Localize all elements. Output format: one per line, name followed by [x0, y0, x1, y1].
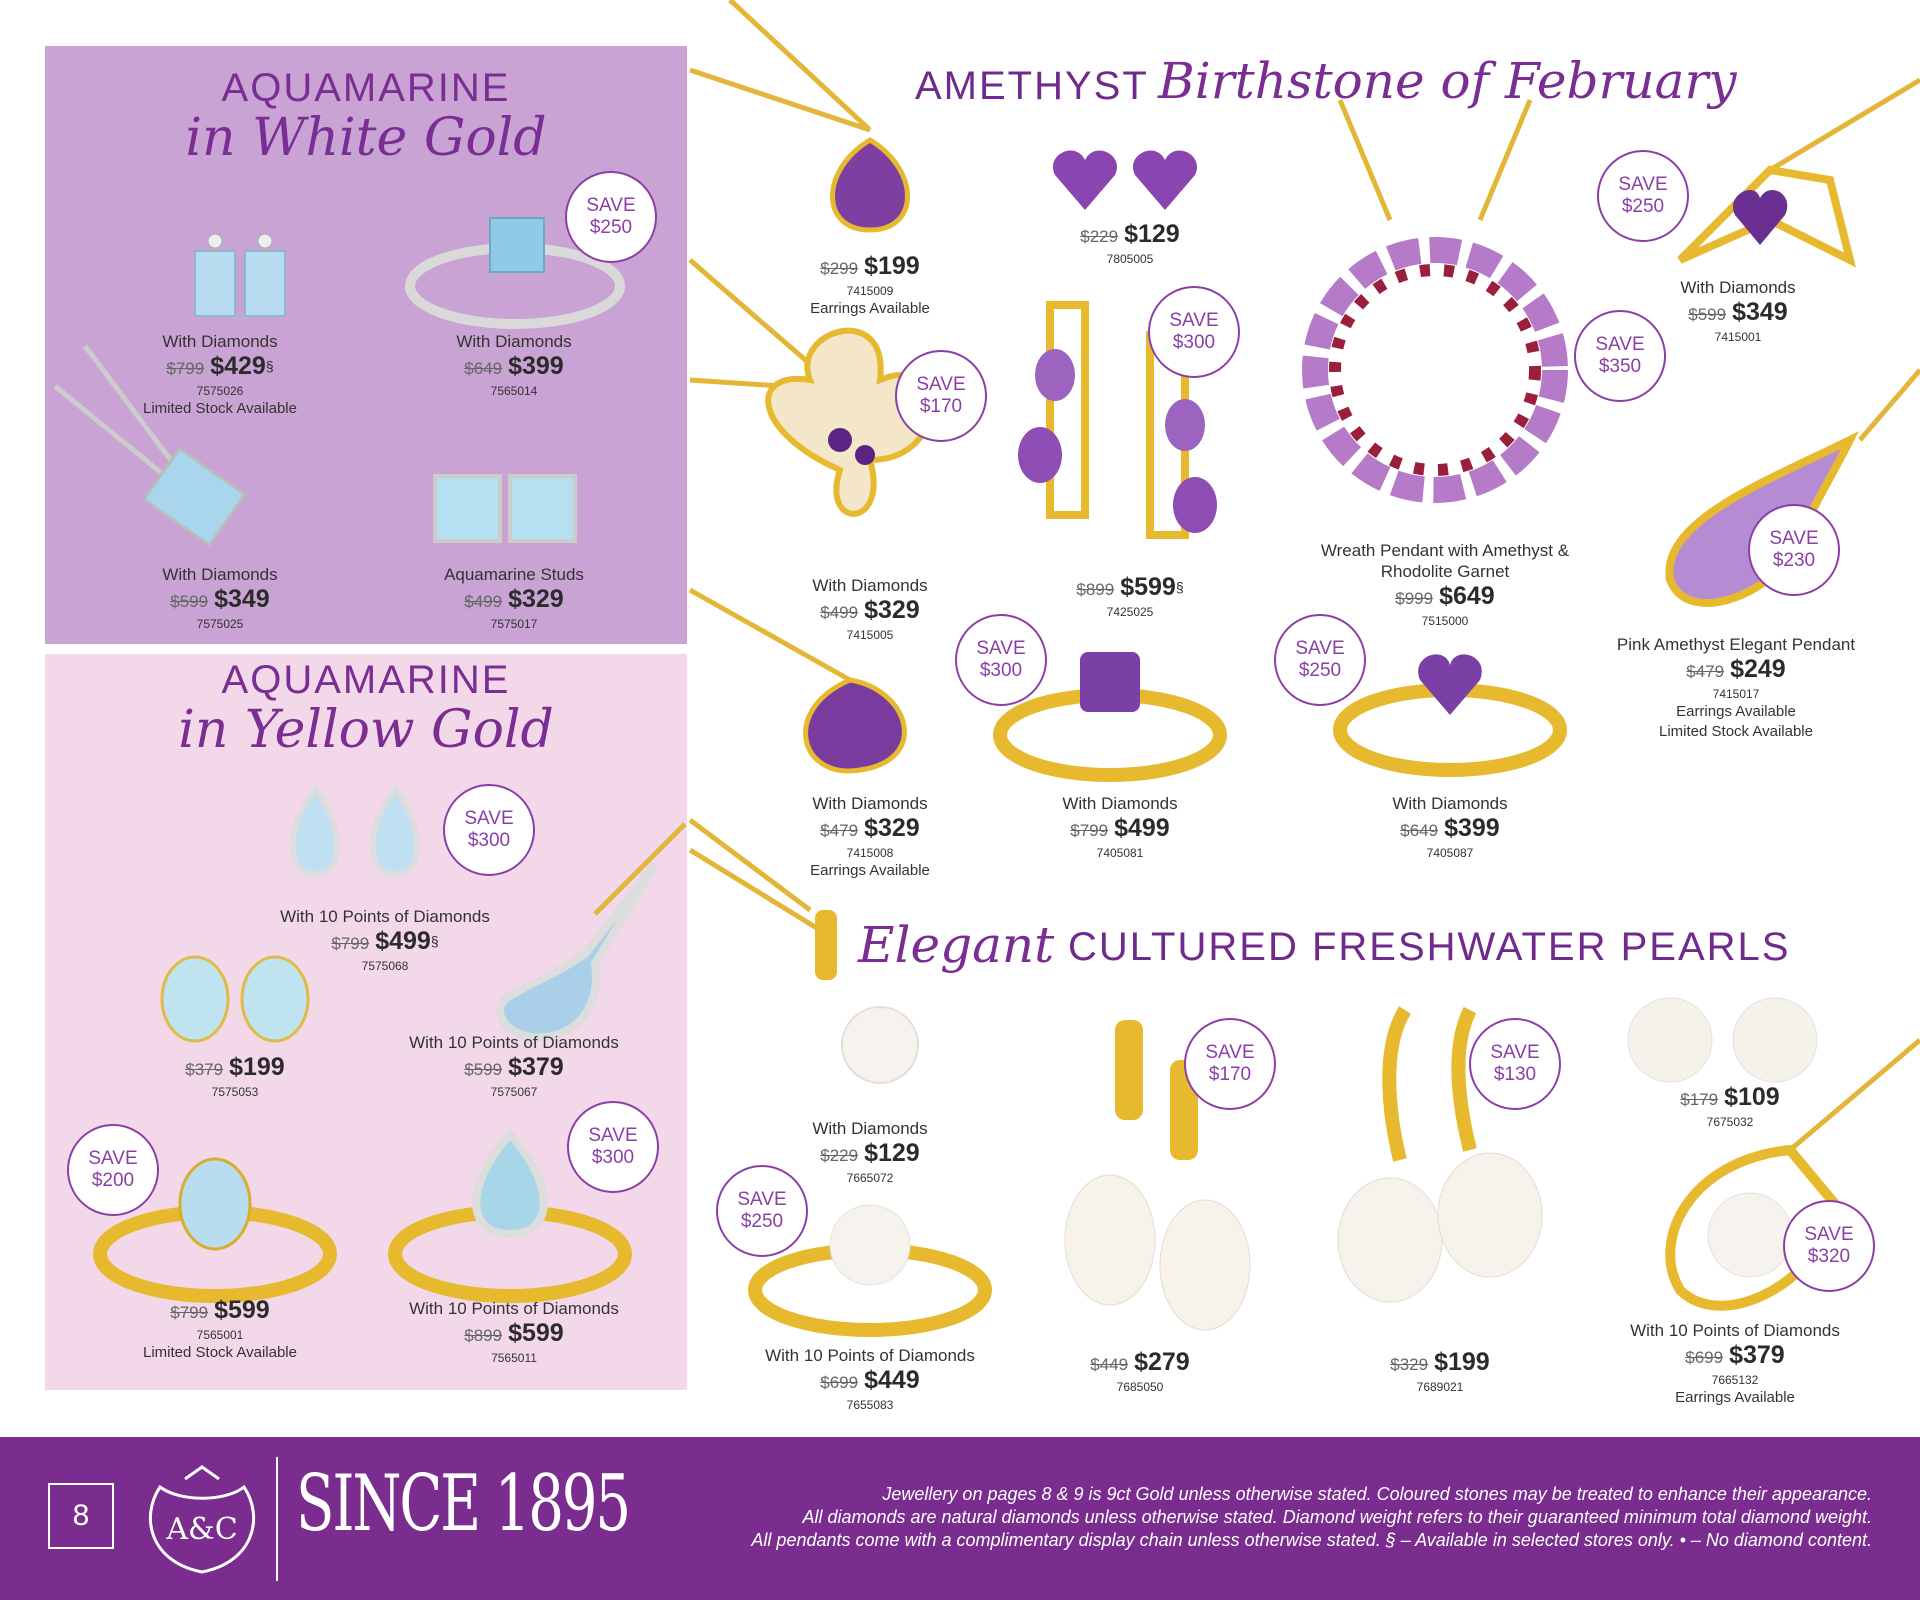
product-info: $899$599§ 7425025 [1076, 573, 1184, 619]
product-info: With 10 Points of Diamonds $699$449 7655… [765, 1346, 975, 1412]
pearl-studs-image [1627, 997, 1818, 1083]
product-info: With Diamonds $499$329 7415005 [812, 576, 928, 642]
product-info: With Diamonds $649$399 7405087 [1392, 794, 1508, 860]
save-badge: SAVE$300 [955, 614, 1047, 706]
aquamarine-halo-pendant-image [495, 822, 687, 1042]
product-info: With Diamonds $799$499 7405081 [1062, 794, 1178, 860]
amethyst-pear-pendant-image [689, 0, 910, 233]
save-badge: SAVE$300 [443, 784, 535, 876]
aquamarine-ring-image [405, 217, 625, 329]
aquamarine-studs-image [433, 474, 577, 543]
aquamarine-oval-ring-image [93, 1157, 337, 1303]
product-info: Aquamarine Studs $499$329 7575017 [444, 565, 584, 631]
pearls-script-heading: Elegant [858, 916, 1055, 974]
amethyst-script-heading: Birthstone of February [1158, 52, 1737, 110]
aquamarine-pendant-image [53, 344, 248, 548]
product-info: $799$599 7565001 Limited Stock Available [143, 1296, 297, 1361]
amethyst-butterfly-pendant-image [688, 258, 935, 517]
product-info: With 10 Points of Diamonds $699$379 7665… [1630, 1321, 1840, 1406]
save-badge: SAVE$300 [567, 1101, 659, 1193]
save-badge: SAVE$200 [67, 1124, 159, 1216]
ac-crest-logo: A&C [148, 1465, 256, 1574]
panel-script-title: in Yellow Gold [178, 700, 554, 760]
amethyst-heart-ring-image [1333, 654, 1567, 777]
pearl-ring-image [748, 1204, 992, 1337]
since-1895-wordmark: SINCE 1895 [296, 1459, 631, 1549]
aquamarine-oval-studs-image [160, 955, 310, 1043]
aquamarine-white-gold-panel: AQUAMARINE in White Gold SAVE$250 With D… [45, 46, 687, 644]
product-info: With 10 Points of Diamonds $599$379 7575… [409, 1033, 619, 1099]
product-info: $449$279 7685050 [1090, 1348, 1190, 1394]
amethyst-heading: AMETHYST [915, 64, 1149, 108]
aquamarine-halo-ring-image [388, 1128, 632, 1303]
panel-script-title: in White Gold [185, 108, 547, 168]
amethyst-cushion-ring-image [993, 652, 1227, 782]
save-badge: SAVE$350 [1574, 310, 1666, 402]
product-info: With 10 Points of Diamonds $899$599 7565… [409, 1299, 619, 1365]
save-badge: SAVE$230 [1748, 504, 1840, 596]
footer-divider [276, 1457, 278, 1581]
product-info: $229$129 7805005 [1080, 220, 1180, 266]
pearl-pendant-image [688, 818, 919, 1084]
save-badge: SAVE$250 [1274, 614, 1366, 706]
disclaimer-text: Jewellery on pages 8 & 9 is 9ct Gold unl… [751, 1484, 1872, 1550]
amethyst-heart-pendant-image [1677, 77, 1920, 268]
pearl-hook-earrings-image [1337, 1006, 1543, 1303]
footer-bar: 8 A&C SINCE 1895 Jewellery on pages 8 & … [0, 1437, 1920, 1600]
aquamarine-halo-earrings-image [289, 783, 421, 878]
logo-monogram: A&C [165, 1512, 237, 1547]
save-badge: SAVE$250 [565, 171, 657, 263]
product-info: With Diamonds $479$329 7415008 Earrings … [810, 794, 930, 879]
save-badge: SAVE$250 [716, 1165, 808, 1257]
aquamarine-yellow-gold-panel: AQUAMARINE in Yellow Gold SAVE$300 SAVE$… [45, 654, 687, 1390]
product-info: $179$109 7675032 [1680, 1083, 1780, 1129]
product-info: $379$199 7575053 [185, 1053, 285, 1099]
product-info: Wreath Pendant with Amethyst & Rhodolite… [1320, 541, 1570, 628]
amethyst-heart-studs-image [1052, 150, 1198, 210]
save-badge: SAVE$130 [1469, 1018, 1561, 1110]
pearl-elegant-pendant-image [1665, 1038, 1920, 1311]
product-info: With 10 Points of Diamonds $799$499§ 757… [280, 907, 490, 973]
save-badge: SAVE$320 [1783, 1200, 1875, 1292]
aquamarine-earrings-image [194, 233, 286, 317]
product-info: With Diamonds $799$429§ 7575026 Limited … [143, 332, 297, 417]
pearl-drop-earrings-image [1064, 1020, 1251, 1331]
amethyst-pear-pendant-2-image [688, 587, 907, 774]
panel-title: AQUAMARINE [221, 658, 511, 702]
save-badge: SAVE$170 [1184, 1018, 1276, 1110]
pearls-heading: CULTURED FRESHWATER PEARLS [1068, 925, 1791, 969]
product-info: With Diamonds $229$129 7665072 [812, 1119, 928, 1185]
amethyst-wreath-pendant-image [1302, 99, 1568, 503]
panel-title: AQUAMARINE [221, 66, 511, 110]
product-info: With Diamonds $599$349 7415001 [1680, 278, 1796, 344]
product-info: With Diamonds $649$399 7565014 [456, 332, 572, 398]
save-badge: SAVE$300 [1148, 286, 1240, 378]
page-number: 8 [48, 1483, 114, 1549]
product-info: $299$199 7415009 Earrings Available [810, 252, 930, 317]
product-info: $329$199 7689021 [1390, 1348, 1490, 1394]
save-badge: SAVE$170 [895, 350, 987, 442]
product-info: With Diamonds $599$349 7575025 [162, 565, 278, 631]
save-badge: SAVE$250 [1597, 150, 1689, 242]
product-info: Pink Amethyst Elegant Pendant $479$249 7… [1616, 635, 1856, 740]
